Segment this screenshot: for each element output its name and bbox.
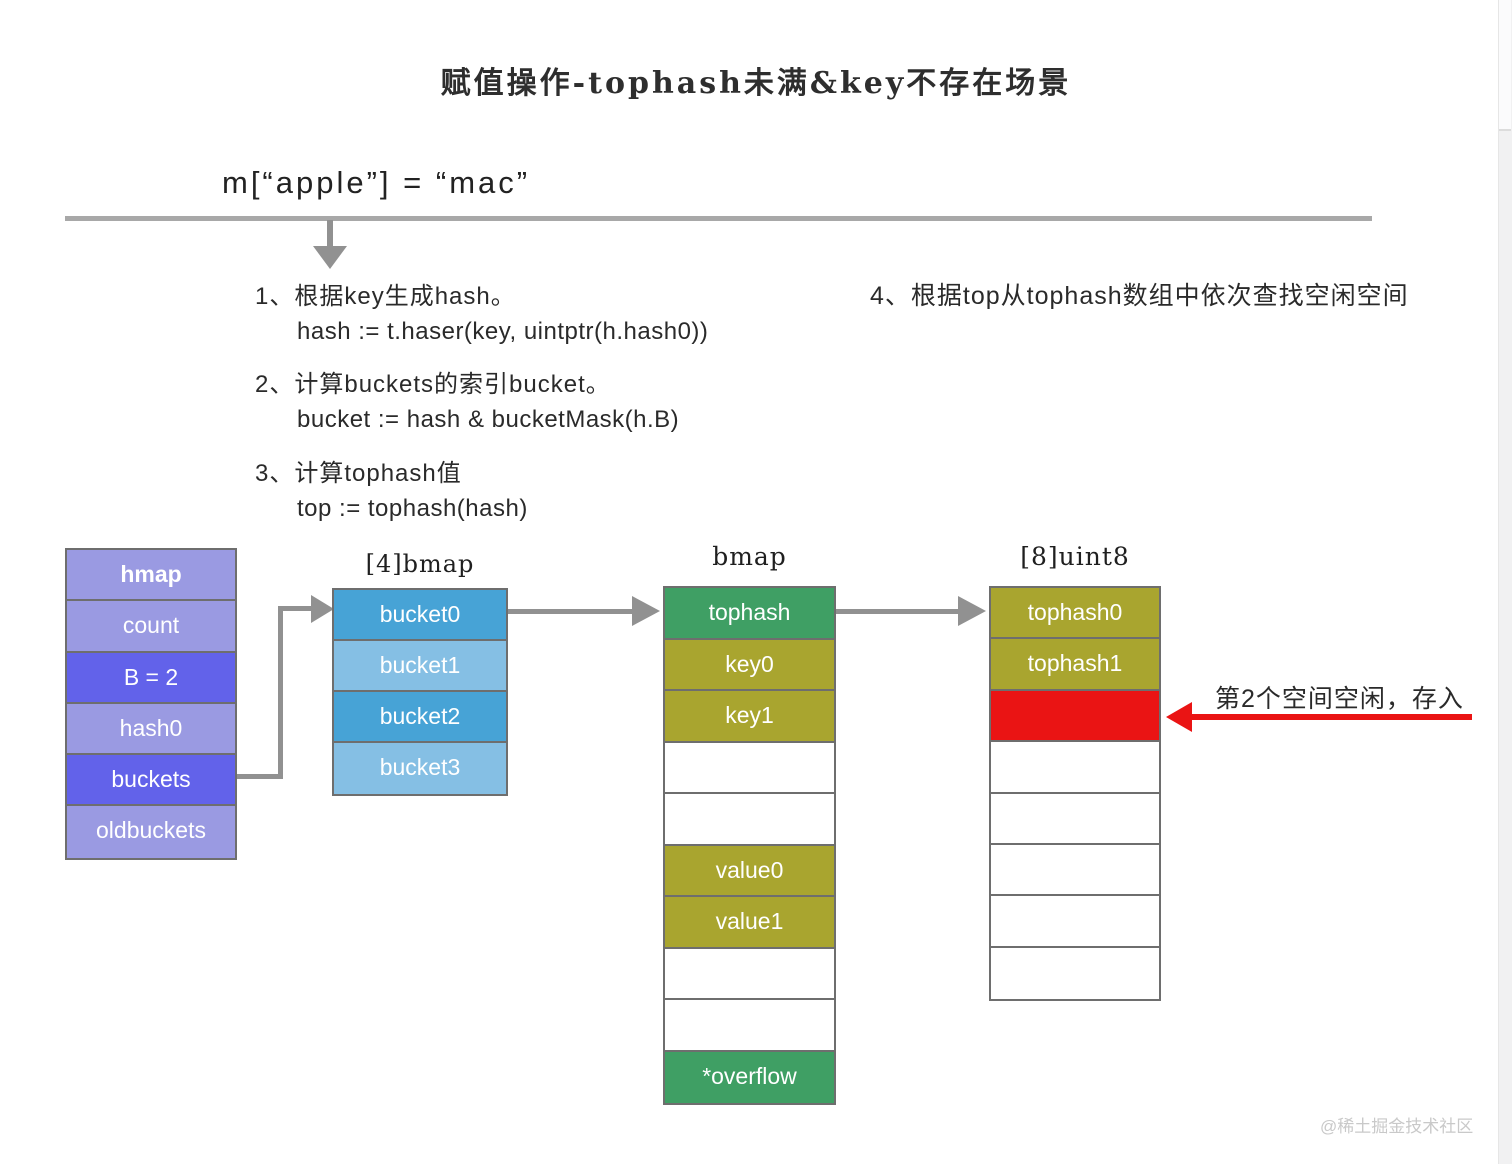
bmap-cell bbox=[665, 948, 834, 1000]
tophash-cell: tophash1 bbox=[991, 639, 1159, 691]
bucket-cell: bucket0 bbox=[334, 590, 506, 641]
tophash-cell bbox=[991, 793, 1159, 845]
step-1-label: 1、根据key生成hash。 bbox=[255, 283, 516, 310]
bmap-cell: value1 bbox=[665, 897, 834, 949]
bmap-cell bbox=[665, 1000, 834, 1052]
tophash-cell bbox=[991, 742, 1159, 794]
step-3-label: 3、计算tophash值 bbox=[255, 460, 462, 487]
down-arrow-stem bbox=[327, 220, 333, 248]
hmap-field-cell: count bbox=[67, 601, 235, 653]
tophash-cell: tophash0 bbox=[991, 588, 1159, 640]
step-3-code: top := tophash(hash) bbox=[297, 495, 528, 522]
tophash-arrow-line bbox=[836, 609, 960, 614]
buckets-arrow-segment bbox=[278, 606, 283, 779]
bmap-cell: value0 bbox=[665, 845, 834, 897]
scrollbar-track[interactable] bbox=[1498, 0, 1512, 1164]
left-arrow-icon bbox=[1166, 702, 1192, 732]
tophash-cell bbox=[991, 844, 1159, 897]
bmap-cell: key0 bbox=[665, 639, 834, 691]
assignment-statement: m[“apple”] = “mac” bbox=[222, 165, 531, 200]
bucket-cell: bucket2 bbox=[334, 692, 506, 743]
step-2: 2、计算buckets的索引bucket。 bucket := hash & b… bbox=[255, 369, 679, 436]
right-arrow-icon bbox=[632, 596, 660, 626]
bmap-cell: *overflow bbox=[665, 1051, 834, 1103]
down-arrow-icon bbox=[313, 246, 347, 269]
red-arrow-line bbox=[1190, 714, 1472, 720]
scrollbar-thumb[interactable] bbox=[1499, 0, 1511, 131]
buckets-arrow-segment bbox=[237, 774, 283, 779]
step-1-code: hash := t.haser(key, uintptr(h.hash0)) bbox=[297, 318, 709, 345]
hmap-field-cell: oldbuckets bbox=[67, 806, 235, 858]
bucket0-arrow-line bbox=[508, 609, 634, 614]
tophash-array-title: [8]uint8 bbox=[1020, 542, 1130, 571]
tophash-cell bbox=[991, 896, 1159, 948]
step-2-label: 2、计算buckets的索引bucket。 bbox=[255, 371, 611, 398]
step-1: 1、根据key生成hash。 hash := t.haser(key, uint… bbox=[255, 281, 708, 348]
bucket-array-title: [4]bmap bbox=[365, 550, 475, 578]
bmap-cell: tophash bbox=[665, 588, 834, 640]
step-4-label: 4、根据top从tophash数组中依次查找空闲空间 bbox=[870, 282, 1409, 310]
buckets-arrow-segment bbox=[278, 606, 314, 611]
step-2-code: bucket := hash & bucketMask(h.B) bbox=[297, 406, 680, 433]
hmap-field-cell: hmap bbox=[67, 550, 235, 602]
bucket-cell: bucket3 bbox=[334, 743, 506, 794]
bmap-cell bbox=[665, 742, 834, 794]
horizontal-divider-line bbox=[65, 216, 1372, 221]
hmap-field-cell: B = 2 bbox=[67, 652, 235, 704]
step-3: 3、计算tophash值 top := tophash(hash) bbox=[255, 458, 528, 525]
bmap-title: bmap bbox=[712, 542, 787, 571]
right-arrow-icon bbox=[958, 596, 986, 626]
page-title: 赋值操作-tophash未满&key不存在场景 bbox=[440, 66, 1072, 101]
bmap-cell bbox=[665, 794, 834, 846]
hmap-field-cell: buckets bbox=[67, 755, 235, 807]
tophash-cell bbox=[991, 690, 1159, 743]
tophash-cell bbox=[991, 947, 1159, 1000]
bmap-cell: key1 bbox=[665, 691, 834, 743]
hmap-field-cell: hash0 bbox=[67, 703, 235, 756]
right-arrow-icon bbox=[311, 595, 334, 623]
bucket-cell: bucket1 bbox=[334, 641, 506, 692]
watermark: @稀土掘金技术社区 bbox=[1320, 1117, 1474, 1136]
free-slot-annotation: 第2个空间空闲，存入 bbox=[1215, 685, 1464, 713]
